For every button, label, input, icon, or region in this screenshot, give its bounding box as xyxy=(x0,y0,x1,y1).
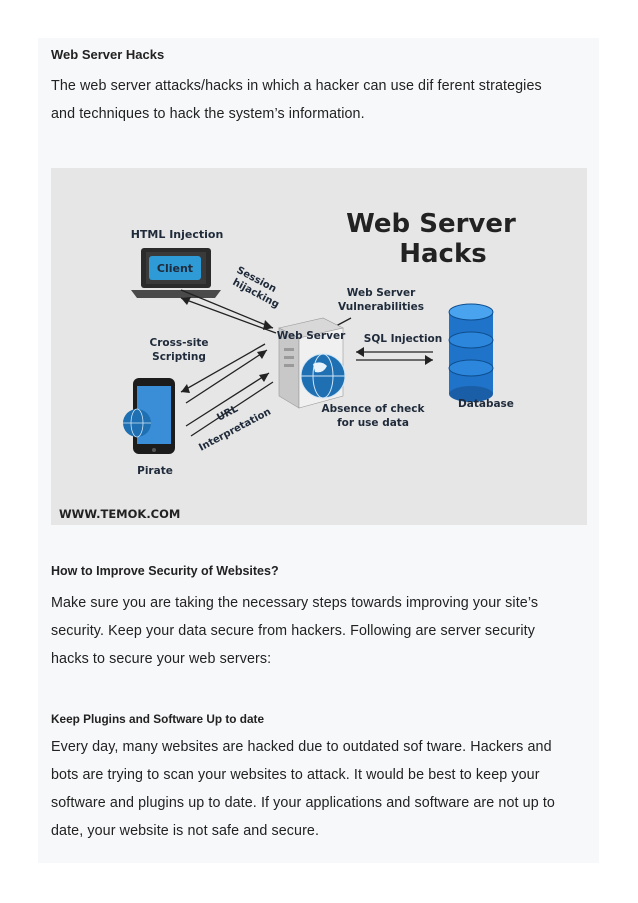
paragraph-line: software and plugins up to date. If your… xyxy=(51,795,555,811)
diagram-title-line2: Hacks xyxy=(399,239,486,269)
globe-icon xyxy=(300,353,346,399)
web-server-hacks-diagram: Web Server Hacks HTML Injection Client S… xyxy=(51,168,587,525)
label-cross-site: Cross-site xyxy=(150,337,209,349)
watermark-text: WWW.TEMOK.COM xyxy=(59,507,180,521)
globe-icon xyxy=(123,408,151,438)
label-absence-line1: Absence of check xyxy=(322,403,426,415)
paragraph-line: Make sure you are taking the necessary s… xyxy=(51,595,539,611)
label-database: Database xyxy=(458,398,514,410)
paragraph-keep-plugins: Every day, many websites are hacked due … xyxy=(51,733,581,845)
label-sql-injection: SQL Injection xyxy=(364,333,442,345)
paragraph-web-server-hacks: The web server attacks/hacks in which a … xyxy=(51,72,581,128)
label-vulnerabilities-line1: Web Server xyxy=(347,287,416,299)
paragraph-improve-security: Make sure you are taking the necessary s… xyxy=(51,589,581,673)
paragraph-line: hacks to secure your web servers: xyxy=(51,651,272,667)
paragraph-line: and techniques to hack the system’s info… xyxy=(51,106,365,122)
label-web-server: Web Server xyxy=(277,330,346,342)
heading-improve-security: How to Improve Security of Websites? xyxy=(51,564,279,578)
label-absence-line2: for use data xyxy=(337,417,409,429)
label-scripting: Scripting xyxy=(152,351,206,363)
paragraph-line: security. Keep your data secure from hac… xyxy=(51,623,535,639)
attack-arrows xyxy=(180,289,433,437)
label-client: Client xyxy=(157,262,193,275)
arrow-heads xyxy=(181,297,433,393)
diagram-title-line1: Web Server xyxy=(346,209,516,239)
heading-keep-plugins: Keep Plugins and Software Up to date xyxy=(51,712,265,726)
label-pirate: Pirate xyxy=(137,465,173,477)
label-html-injection: HTML Injection xyxy=(131,228,224,241)
paragraph-line: The web server attacks/hacks in which a … xyxy=(51,78,542,94)
database-icon xyxy=(448,303,494,402)
paragraph-line: bots are trying to scan your websites to… xyxy=(51,767,540,783)
label-vulnerabilities-line2: Vulnerabilities xyxy=(338,301,424,313)
laptop-icon: Client xyxy=(131,248,221,298)
paragraph-line: Every day, many websites are hacked due … xyxy=(51,739,552,755)
paragraph-line: date, your website is not safe and secur… xyxy=(51,823,320,839)
heading-web-server-hacks: Web Server Hacks xyxy=(51,47,165,62)
